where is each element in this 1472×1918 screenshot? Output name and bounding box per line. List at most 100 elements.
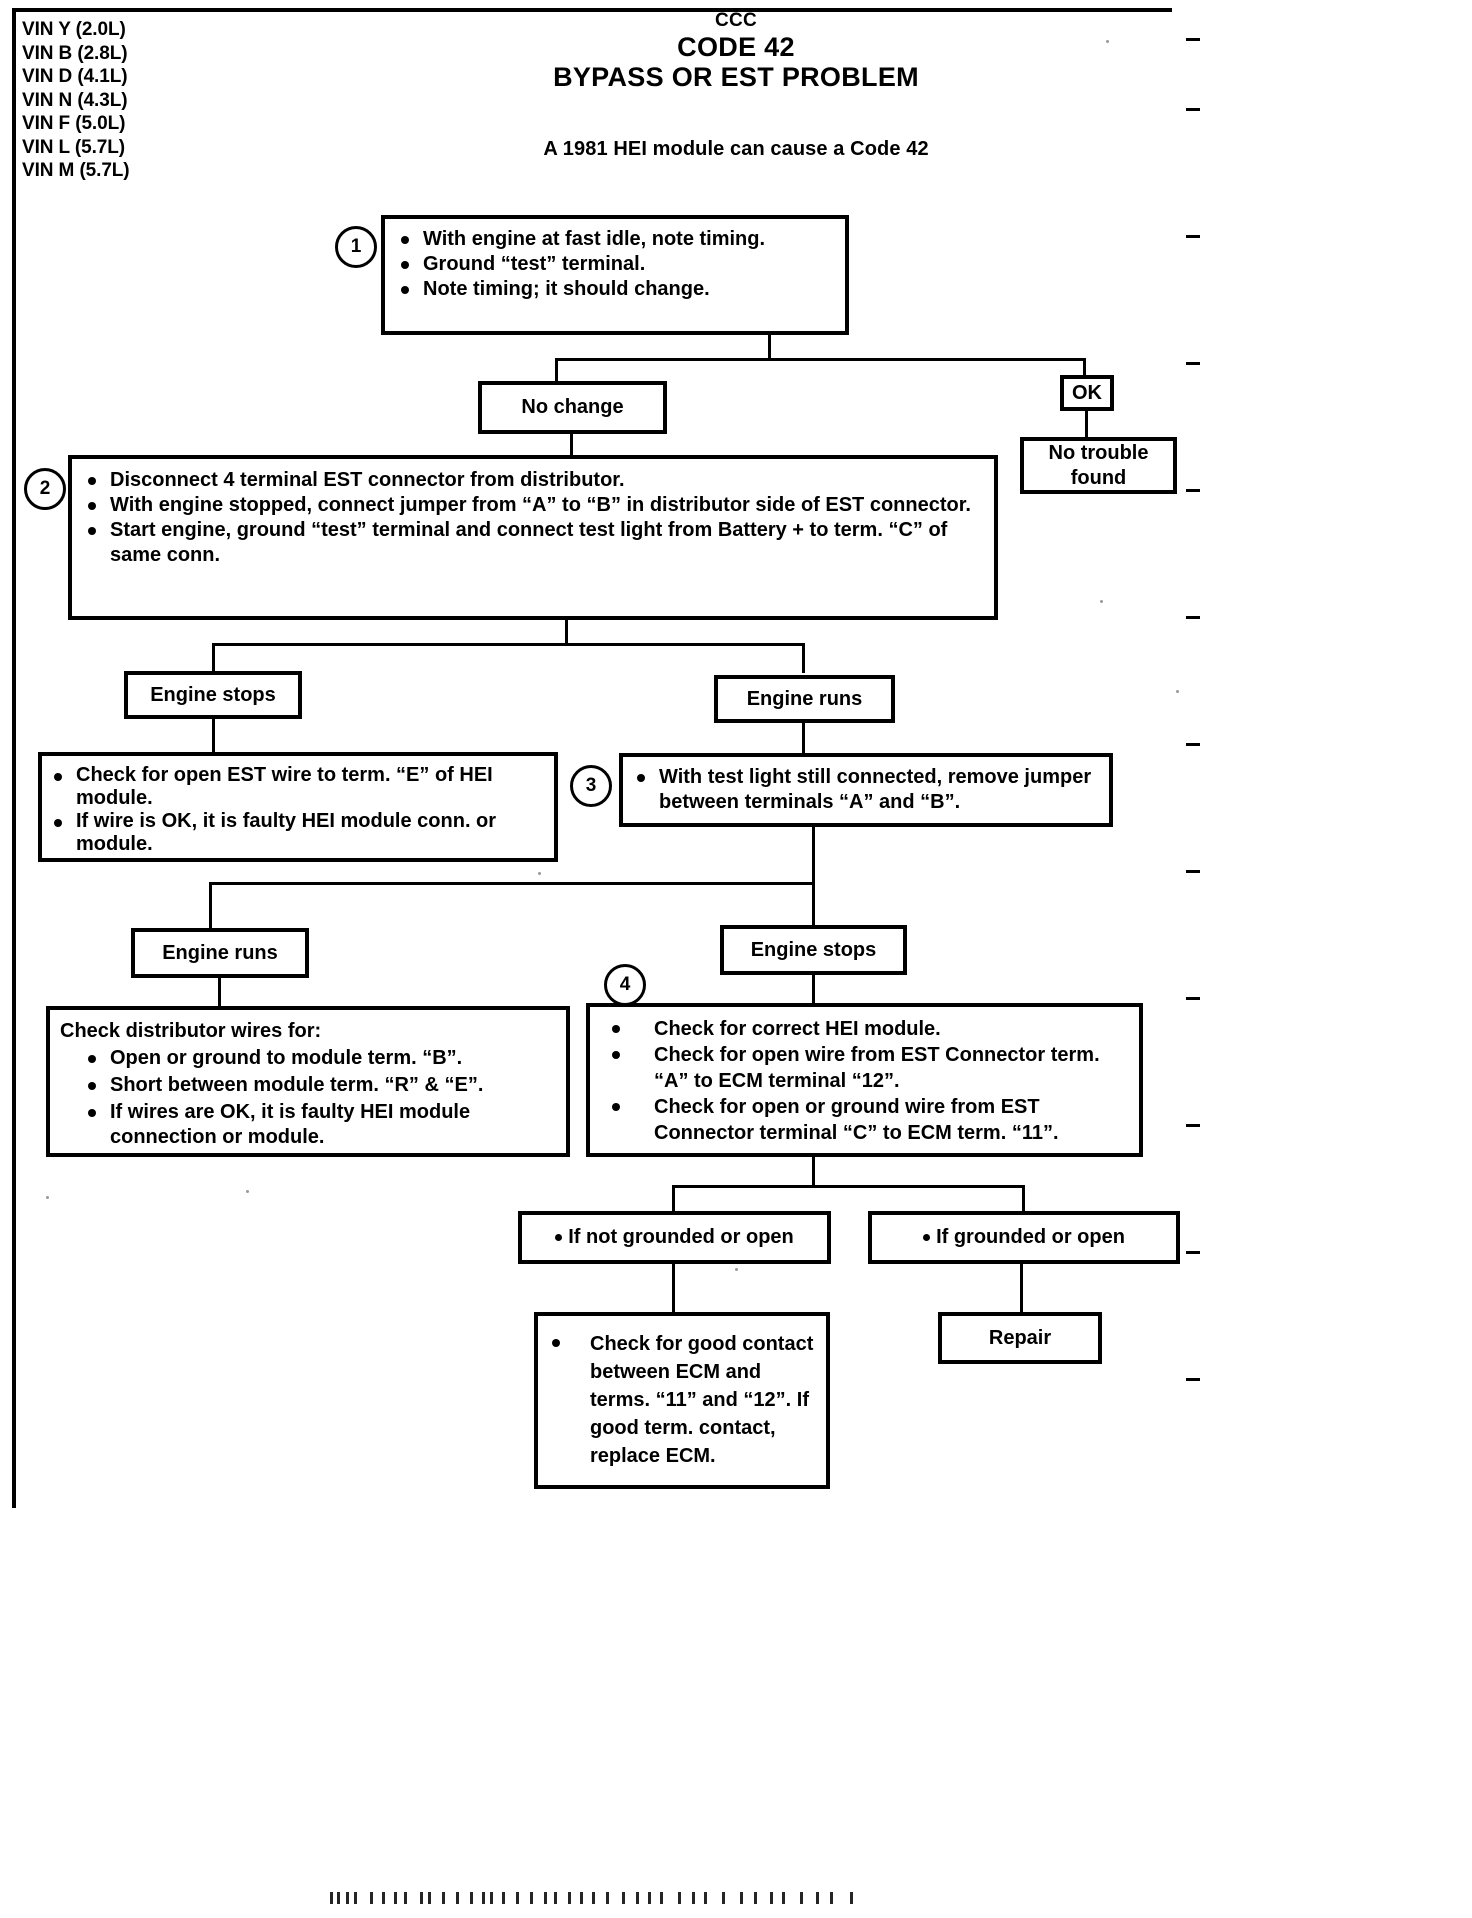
list-item: Check for good contact between ECM and t… [548, 1330, 816, 1470]
advisory-note: A 1981 HEI module can cause a Code 42 [543, 138, 929, 160]
step3-instructions-box: With test light still connected, remove … [619, 753, 1113, 827]
step3-list: With test light still connected, remove … [633, 765, 1099, 815]
outcome-if-not-grounded-or-open: If not grounded or open [518, 1211, 831, 1264]
connector [209, 882, 212, 930]
connector [812, 827, 815, 884]
margin-tick [1186, 235, 1200, 238]
outcome-if-grounded-or-open: If grounded or open [868, 1211, 1180, 1264]
outcome-label: If not grounded or open [568, 1226, 794, 1248]
connector [555, 358, 558, 382]
margin-tick [1186, 1124, 1200, 1127]
scan-speck [1106, 40, 1109, 43]
check-open-est-wire-list: Check for open EST wire to term. “E” of … [50, 764, 546, 856]
check-good-contact-list: Check for good contact between ECM and t… [548, 1330, 816, 1470]
step-number-2: 2 [24, 468, 66, 510]
connector [212, 643, 805, 646]
connector [1083, 358, 1086, 376]
action-repair: Repair [938, 1312, 1102, 1364]
list-item: With test light still connected, remove … [633, 765, 1099, 815]
outcome-ok: OK [1060, 375, 1114, 411]
step-number-1: 1 [335, 226, 377, 268]
connector [1022, 1185, 1025, 1213]
page-frame-top [12, 8, 1172, 12]
step2-instructions-box: Disconnect 4 terminal EST connector from… [68, 455, 998, 620]
list-item: Start engine, ground “test” terminal and… [84, 518, 984, 568]
connector [768, 335, 771, 360]
outcome-engine-stops-2: Engine stops [720, 925, 907, 975]
list-item: Check for open or ground wire from EST C… [608, 1094, 1129, 1146]
connector [802, 723, 805, 755]
scan-speck [46, 1196, 49, 1199]
list-item: Check for correct HEI module. [608, 1016, 1129, 1042]
connector [672, 1185, 1025, 1188]
connector [218, 978, 221, 1008]
code-number: CODE 42 [677, 32, 795, 62]
list-item: Note timing; it should change. [397, 277, 835, 302]
distributor-wires-list: Open or ground to module term. “B”. Shor… [60, 1046, 558, 1150]
margin-tick [1186, 38, 1200, 41]
step1-instructions-box: With engine at fast idle, note timing. G… [381, 215, 849, 335]
scan-speck [538, 872, 541, 875]
margin-tick [1186, 108, 1200, 111]
list-item: If wire is OK, it is faulty HEI module c… [50, 810, 546, 856]
margin-tick [1186, 743, 1200, 746]
step2-list: Disconnect 4 terminal EST connector from… [84, 468, 984, 568]
connector [812, 882, 815, 926]
outcome-engine-runs-2: Engine runs [131, 928, 309, 978]
scan-artifact-strip [330, 1892, 890, 1906]
connector [565, 620, 568, 645]
check-good-contact-box: Check for good contact between ECM and t… [534, 1312, 830, 1489]
connector [802, 643, 805, 673]
connector [672, 1264, 675, 1314]
list-item: Check for open EST wire to term. “E” of … [50, 764, 546, 810]
step-number-3: 3 [570, 765, 612, 807]
list-item: Check for open wire from EST Connector t… [608, 1042, 1129, 1094]
connector [1085, 411, 1088, 438]
list-item: Ground “test” terminal. [397, 252, 835, 277]
page-title: BYPASS OR EST PROBLEM [553, 62, 919, 92]
vin-application-list: VIN Y (2.0L) VIN B (2.8L) VIN D (4.1L) V… [22, 19, 130, 181]
list-item: If wires are OK, it is faulty HEI module… [84, 1100, 558, 1150]
system-label: CCC [714, 10, 758, 31]
margin-tick [1186, 489, 1200, 492]
connector [212, 643, 215, 673]
margin-tick [1186, 1378, 1200, 1381]
list-item: Short between module term. “R” & “E”. [84, 1073, 558, 1098]
outcome-label: If grounded or open [936, 1226, 1125, 1248]
page-frame-left [12, 8, 16, 1508]
margin-tick [1186, 362, 1200, 365]
outcome-no-trouble-found: No trouble found [1020, 437, 1177, 494]
connector [812, 975, 815, 1005]
list-item: With engine at fast idle, note timing. [397, 227, 835, 252]
margin-tick [1186, 997, 1200, 1000]
check-open-est-wire-box: Check for open EST wire to term. “E” of … [38, 752, 558, 862]
margin-tick [1186, 1251, 1200, 1254]
connector [212, 719, 215, 755]
connector [672, 1185, 675, 1213]
step-number-4: 4 [604, 964, 646, 1006]
bullet-icon [923, 1234, 931, 1241]
connector [570, 434, 573, 456]
scan-speck [1100, 600, 1103, 603]
outcome-no-change: No change [478, 381, 667, 434]
list-item: Disconnect 4 terminal EST connector from… [84, 468, 984, 493]
step4-list: Check for correct HEI module. Check for … [608, 1016, 1129, 1146]
connector [209, 882, 815, 885]
list-item: Open or ground to module term. “B”. [84, 1046, 558, 1071]
scan-speck [246, 1190, 249, 1193]
margin-tick [1186, 870, 1200, 873]
scan-speck [735, 1268, 738, 1271]
connector [555, 358, 1086, 361]
step1-list: With engine at fast idle, note timing. G… [397, 227, 835, 302]
outcome-engine-runs-1: Engine runs [714, 675, 895, 723]
outcome-engine-stops-1: Engine stops [124, 671, 302, 719]
step4-instructions-box: Check for correct HEI module. Check for … [586, 1003, 1143, 1157]
scan-speck [1176, 690, 1179, 693]
list-item: With engine stopped, connect jumper from… [84, 493, 984, 518]
distributor-wires-heading: Check distributor wires for: [60, 1020, 322, 1042]
margin-tick [1186, 616, 1200, 619]
check-distributor-wires-box: Check distributor wires for: Open or gro… [46, 1006, 570, 1157]
bullet-icon [555, 1234, 563, 1241]
connector [1020, 1264, 1023, 1314]
